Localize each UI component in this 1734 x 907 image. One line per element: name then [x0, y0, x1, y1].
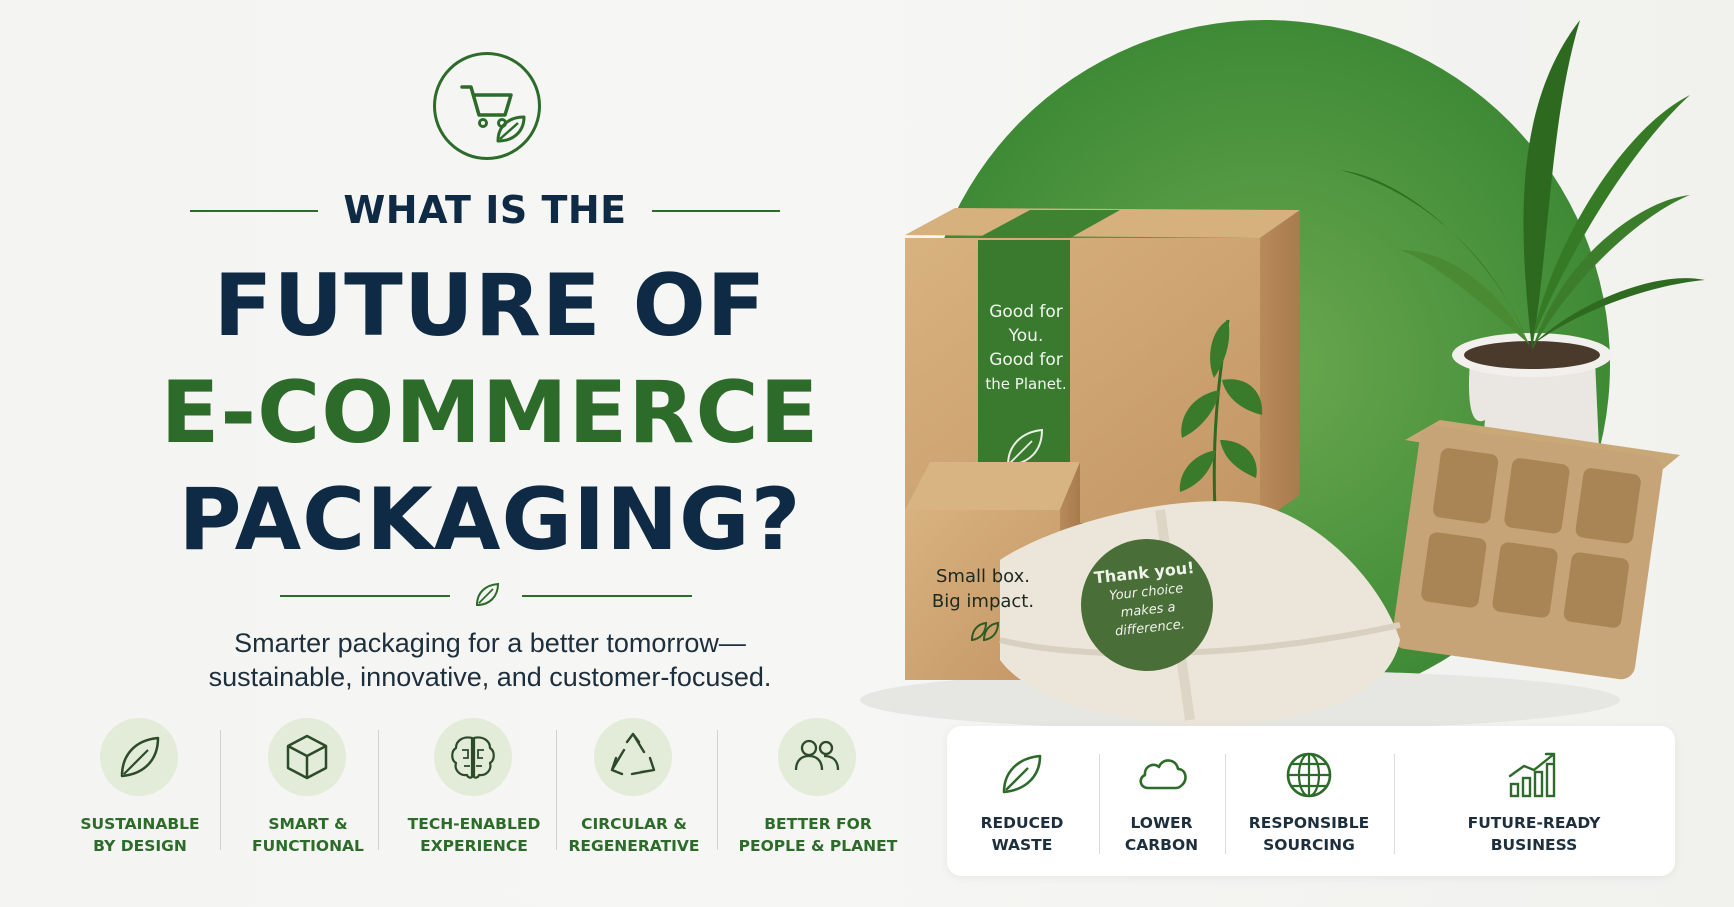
subtitle-line-1: Smarter packaging for a better tomorrow—	[234, 628, 746, 658]
feature-label: BY DESIGN	[93, 837, 187, 855]
divider	[652, 210, 780, 212]
box-band-line: Good for	[989, 350, 1063, 370]
benefit-label: CARBON	[1124, 836, 1199, 854]
box-band-text: Good for You. Good for the Planet.	[982, 300, 1070, 396]
feature-people: BETTER FOR PEOPLE & PLANET	[728, 712, 908, 862]
feature-label: TECH-ENABLED	[407, 815, 541, 833]
divider	[1099, 754, 1100, 854]
box-band-line: the Planet.	[985, 375, 1067, 393]
benefits-panel: REDUCED WASTE LOWER CARBON RESPONSIBLE SOUR…	[947, 726, 1675, 876]
feature-label: EXPERIENCE	[420, 837, 528, 855]
benefit-label: SOURCING	[1263, 836, 1355, 854]
globe-icon	[1286, 752, 1332, 798]
cloud-icon	[1138, 759, 1187, 790]
benefit-label: RESPONSIBLE	[1248, 814, 1370, 832]
divider	[1394, 754, 1395, 854]
feature-tech: TECH-ENABLED EXPERIENCE	[394, 712, 554, 862]
heading-eyebrow-text: WHAT IS THE	[343, 188, 627, 232]
page-title-line-2: E-COMMERCE	[160, 363, 820, 463]
growth-chart-icon	[1508, 752, 1556, 798]
feature-label: FUNCTIONAL	[252, 837, 364, 855]
recycle-icon	[594, 718, 672, 796]
feature-label: BETTER FOR	[764, 815, 872, 833]
small-box-line: Small box.	[936, 566, 1030, 587]
feature-smart: SMART & FUNCTIONAL	[228, 712, 388, 862]
hero-left: WHAT IS THE FUTURE OF E-COMMERCE PACKAGI…	[60, 52, 900, 862]
feature-label: SUSTAINABLE	[80, 815, 200, 833]
cart-leaf-icon	[433, 52, 541, 160]
divider	[190, 210, 318, 212]
feature-list: SUSTAINABLE BY DESIGN SMART & FUNCTIONAL	[60, 712, 900, 862]
divider	[522, 595, 692, 597]
leaf-icon	[475, 582, 500, 607]
cube-icon	[268, 718, 346, 796]
packaging-illustration: Good for You. Good for the Planet. Small…	[860, 0, 1734, 907]
paper-wrapped-package	[999, 501, 1401, 725]
box-band-line: You.	[1008, 326, 1044, 346]
divider	[280, 595, 450, 597]
brain-icon	[434, 718, 512, 796]
feature-label: SMART &	[268, 815, 348, 833]
feature-label: PEOPLE & PLANET	[738, 837, 898, 855]
leaf-icon	[1002, 754, 1042, 794]
benefit-label: LOWER	[1130, 814, 1193, 832]
divider	[378, 730, 379, 850]
benefit-label: REDUCED	[980, 814, 1064, 832]
divider	[556, 730, 557, 850]
feature-sustainable: SUSTAINABLE BY DESIGN	[60, 712, 220, 862]
benefit-responsible-sourcing: RESPONSIBLE SOURCING	[1225, 726, 1393, 876]
subtitle-line-2: sustainable, innovative, and customer-fo…	[208, 662, 772, 692]
benefit-lower-carbon: LOWER CARBON	[1099, 726, 1224, 876]
divider	[220, 730, 221, 850]
small-box-text: Small box. Big impact.	[908, 564, 1058, 614]
divider	[717, 730, 718, 850]
feature-circular: CIRCULAR & REGENERATIVE	[554, 712, 714, 862]
leaf-divider	[280, 580, 692, 610]
thank-you-sticker	[1081, 539, 1213, 671]
feature-label: CIRCULAR &	[581, 815, 687, 833]
benefit-future-ready: FUTURE-READY BUSINESS	[1394, 726, 1674, 876]
box-band-line: Good for	[989, 302, 1063, 322]
benefit-label: BUSINESS	[1490, 836, 1578, 854]
pulp-tray	[1392, 420, 1680, 680]
benefit-label: FUTURE-READY	[1467, 814, 1601, 832]
page-title-line-1: FUTURE OF	[213, 256, 767, 356]
heading-eyebrow: WHAT IS THE	[190, 190, 780, 230]
people-icon	[778, 718, 856, 796]
packaging-scene	[860, 20, 1705, 730]
small-box-line: Big impact.	[931, 591, 1035, 612]
benefit-reduced-waste: REDUCED WASTE	[947, 726, 1097, 876]
page-title-line-3: PACKAGING?	[178, 470, 802, 570]
divider	[1225, 754, 1226, 854]
leaf-icon	[100, 718, 178, 796]
sticker-text: Thank you! Your choice makes a differenc…	[1083, 556, 1210, 644]
feature-label: REGENERATIVE	[568, 837, 700, 855]
benefit-label: WASTE	[991, 836, 1053, 854]
